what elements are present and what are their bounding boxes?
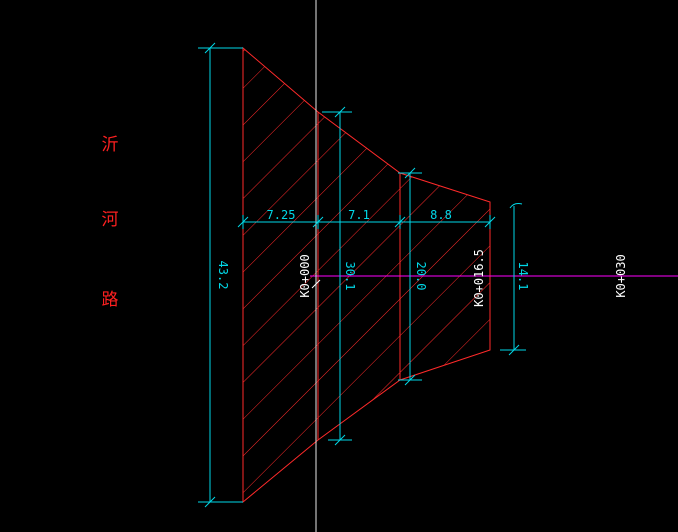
width-label-1: 43.2 — [216, 261, 230, 290]
width-label-4: 14.1 — [516, 262, 530, 291]
road-name-char-1: 沂 — [102, 135, 119, 155]
width-dimension-2 — [322, 106, 352, 446]
width-label-3: 20.0 — [414, 262, 428, 291]
width-dimension-4 — [500, 203, 526, 356]
station-label-1: K0+000 — [298, 254, 312, 297]
road-name-char-3: 路 — [102, 290, 119, 310]
road-name-char-2: 河 — [102, 210, 119, 230]
station-label-2: K0+016.5 — [472, 249, 486, 307]
width-label-2: 30.1 — [343, 262, 357, 291]
width-dimension-1 — [198, 42, 243, 508]
station-tick-1 — [311, 279, 321, 289]
hatched-road-area — [242, 46, 491, 504]
segment-label-2: 7.1 — [348, 208, 370, 222]
segment-label-3: 8.8 — [430, 208, 452, 222]
width-dimension-3 — [398, 167, 422, 386]
station-label-3: K0+030 — [614, 254, 628, 297]
segment-label-1: 7.25 — [267, 208, 296, 222]
segment-dimension-line — [237, 215, 496, 229]
